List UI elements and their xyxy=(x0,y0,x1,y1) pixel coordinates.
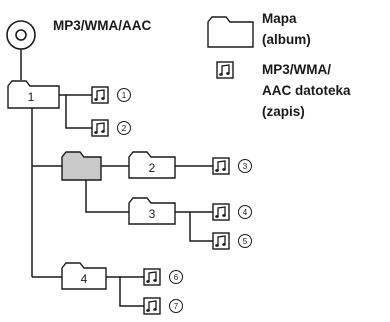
track-number-circle xyxy=(238,205,252,219)
legend-file-label-line2: AAC datoteka xyxy=(262,83,351,98)
folder-3: 3 xyxy=(128,197,176,225)
track-number-circle xyxy=(238,159,252,173)
track-file-2: 2 xyxy=(91,119,131,137)
music-note-file-icon xyxy=(212,203,230,221)
legend-folder-icon xyxy=(207,16,254,48)
track-number-5: 5 xyxy=(243,237,248,246)
track-file-7: 7 xyxy=(143,297,183,315)
tree-connectors xyxy=(20,49,213,307)
folder-2: 2 xyxy=(128,151,176,179)
track-number-3: 3 xyxy=(243,162,248,171)
track-number-circle xyxy=(117,88,131,102)
track-number-7: 7 xyxy=(174,302,179,311)
track-file-3: 3 xyxy=(212,157,252,175)
music-note-file-icon xyxy=(143,297,161,315)
tracks-layer: 1 2 3 4 5 6 7 xyxy=(91,86,252,315)
track-file-5: 5 xyxy=(212,232,252,250)
legend-file-label-line3: (zapis) xyxy=(262,104,305,119)
track-file-1: 1 xyxy=(91,86,131,104)
track-number-6: 6 xyxy=(174,273,179,282)
track-number-4: 4 xyxy=(243,208,248,217)
music-note-file-icon xyxy=(212,157,230,175)
music-note-file-icon xyxy=(143,268,161,286)
folder-1-label: 1 xyxy=(28,90,35,104)
track-number-1: 1 xyxy=(122,91,127,100)
track-file-4: 4 xyxy=(212,203,252,221)
legend-file-label-line1: MP3/WMA/ xyxy=(262,62,331,77)
legend-folder-label-line2: (album) xyxy=(262,32,311,47)
track-file-6: 6 xyxy=(143,268,183,286)
folder-1: 1 xyxy=(7,80,60,109)
track-number-circle xyxy=(238,234,252,248)
legend-folder-label-line1: Mapa xyxy=(262,11,297,26)
disc-format-label: MP3/WMA/AAC xyxy=(53,18,151,33)
folder-4-label: 4 xyxy=(81,272,88,286)
folder-2-label: 2 xyxy=(149,161,156,175)
legend-file-icon xyxy=(216,61,234,79)
music-note-file-icon xyxy=(212,232,230,250)
music-note-file-icon xyxy=(91,86,109,104)
folder-highlighted xyxy=(61,151,102,181)
track-number-circle xyxy=(169,299,183,313)
folder-3-label: 3 xyxy=(149,207,156,221)
track-number-circle xyxy=(117,121,131,135)
cd-disc-icon xyxy=(6,20,36,50)
music-note-file-icon xyxy=(91,119,109,137)
folder-4: 4 xyxy=(61,262,107,290)
track-number-2: 2 xyxy=(122,124,127,133)
track-number-circle xyxy=(169,270,183,284)
